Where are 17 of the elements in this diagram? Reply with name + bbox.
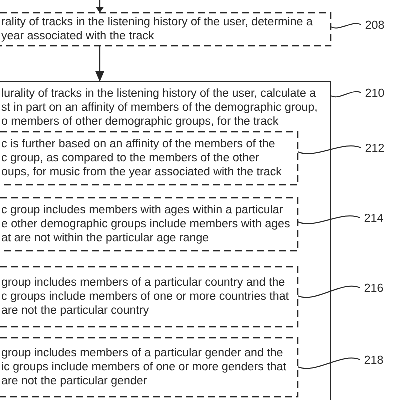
dashed-box: group includes members of a particular gender and the ic groups include members of one or more genders that are not the particular gender bbox=[0, 337, 299, 398]
leader-line bbox=[330, 23, 362, 29]
callout-number: 218 bbox=[364, 356, 384, 364]
dashed-box: c is further based on an affinity of the members of the c group, as compared to the members of the other oups, for music from the year associated with the track bbox=[0, 131, 299, 186]
dashed-box: rality of tracks in the listening history of the user, determine a year associated with the track bbox=[0, 12, 332, 47]
dashed-box: c group includes members with ages within a particular e other demographic groups include members with ages at are not within the particular age range bbox=[0, 197, 299, 252]
leader-line bbox=[298, 358, 361, 370]
dashed-box: group includes members of a particular country and the c groups include members of one or more countries that are not the particular country bbox=[0, 266, 299, 328]
callout-number: 210 bbox=[366, 88, 384, 98]
callout-number: 208 bbox=[366, 20, 384, 30]
callout-number: 212 bbox=[366, 144, 384, 152]
leader-line bbox=[298, 216, 361, 224]
leader-line bbox=[298, 146, 362, 154]
leader-line bbox=[298, 286, 361, 298]
callout-number: 214 bbox=[364, 214, 384, 222]
callout-number: 216 bbox=[364, 284, 384, 292]
leader-line bbox=[330, 91, 362, 98]
